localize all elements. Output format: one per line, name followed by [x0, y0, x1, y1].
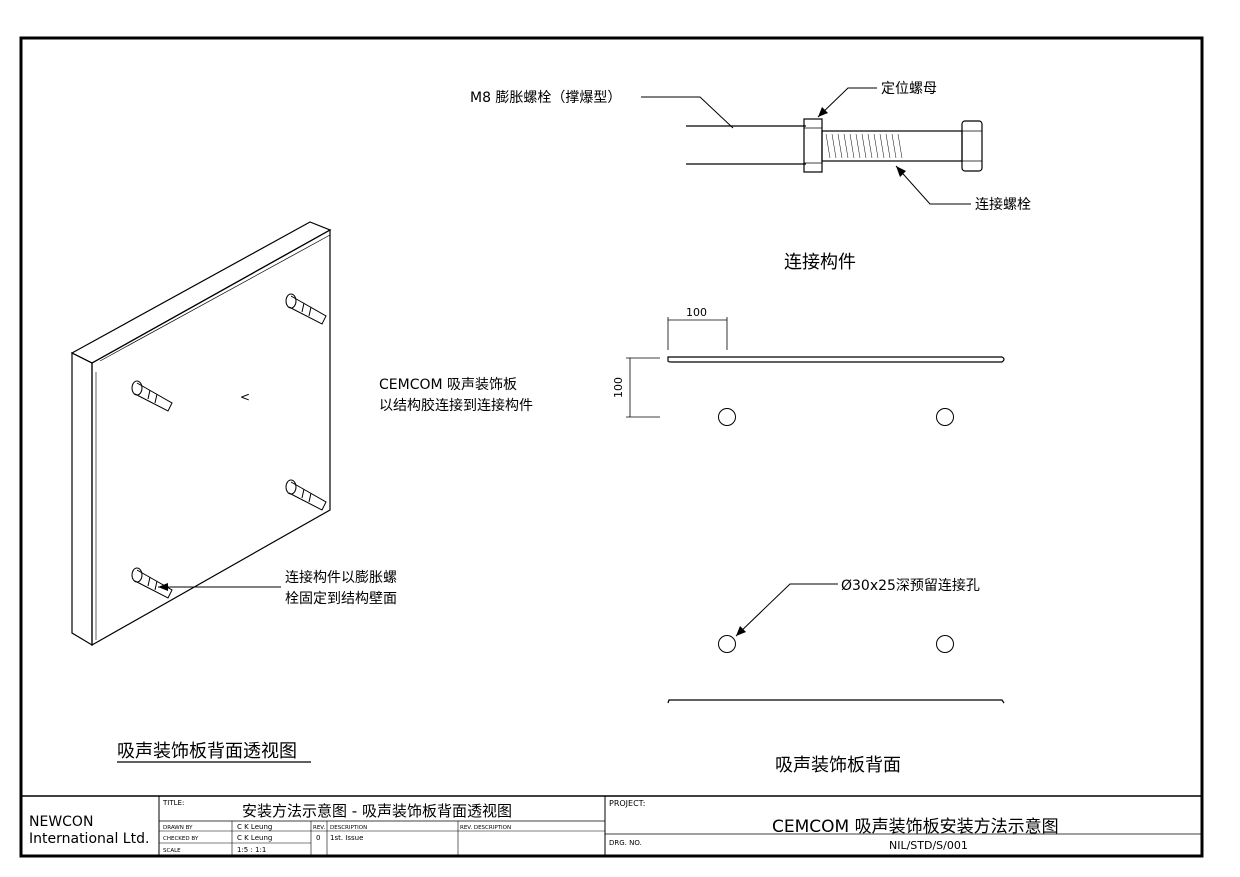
drg-no-label: DRG. NO. [609, 839, 642, 847]
direction-mark: < [240, 390, 250, 404]
hole-leader [735, 583, 838, 637]
rev-value: 0 [316, 834, 320, 842]
nut-label: 定位螺母 [881, 81, 937, 97]
sheet-border [19, 36, 1204, 858]
dim-vertical: 100 [612, 377, 625, 398]
wall-note-line2: 栓固定到结构壁面 [285, 591, 397, 607]
checked-by-value: C K Leung [237, 834, 272, 842]
title-label: TITLE: [162, 799, 184, 807]
connector-detail [641, 87, 983, 205]
hole-top-right [936, 408, 954, 426]
anchor-bolt-top-right [285, 293, 327, 325]
panel-back-view [626, 317, 1005, 704]
rev-description-label: REV. DESCRIPTION [460, 825, 511, 831]
connector-bolt-label: 连接螺栓 [975, 196, 1031, 213]
hole-bottom-left [718, 635, 736, 653]
project-title: CEMCOM 吸声装饰板安装方法示意图 [772, 817, 1059, 837]
scale-value: 1:5 : 1:1 [237, 846, 266, 854]
positioning-nut [803, 118, 823, 173]
hole-note: Ø30x25深预留连接孔 [841, 577, 980, 594]
description-label: DESCRIPTION [330, 825, 367, 831]
anchor-bolt-mid-right [285, 479, 327, 511]
perspective-caption: 吸声装饰板背面透视图 [117, 741, 297, 762]
title-block [21, 795, 1202, 856]
back-caption: 吸声装饰板背面 [775, 755, 901, 776]
connector-caption: 连接构件 [784, 252, 856, 273]
panel-perspective: < [70, 221, 332, 647]
bolt-leader [641, 96, 734, 129]
panel-note-line2: 以结构胶连接到连接构件 [379, 397, 533, 414]
panel-note-line1: CEMCOM 吸声装饰板 [379, 377, 517, 393]
description-value: 1st. Issue [330, 834, 363, 842]
anchor-bolt-mid-left [131, 380, 173, 412]
drawn-by-label: DRAWN BY [163, 825, 193, 831]
dim-horizontal: 100 [686, 306, 707, 319]
hole-top-left [718, 408, 736, 426]
rev-label: REV. [313, 825, 325, 831]
drawing-title: 安装方法示意图 - 吸声装饰板背面透视图 [242, 802, 512, 820]
project-label: PROJECT: [609, 799, 645, 808]
bolt-head [961, 120, 983, 172]
drg-no-value: NIL/STD/S/001 [889, 839, 968, 852]
wall-note-line1: 连接构件以膨胀螺 [285, 569, 397, 586]
drawn-by-value: C K Leung [237, 823, 272, 831]
company-name-line1: NEWCON [29, 814, 93, 830]
nut-leader [817, 87, 877, 118]
anchor-bolt-bottom-left [131, 567, 173, 599]
company-name-line2: International Ltd. [29, 831, 149, 847]
hole-bottom-right [936, 635, 954, 653]
checked-by-label: CHECKED BY [163, 836, 199, 842]
scale-label: SCALE [163, 848, 181, 854]
bolt-label: M8 膨胀螺栓（撑爆型） [470, 89, 621, 106]
connector-bolt-leader [895, 165, 971, 205]
